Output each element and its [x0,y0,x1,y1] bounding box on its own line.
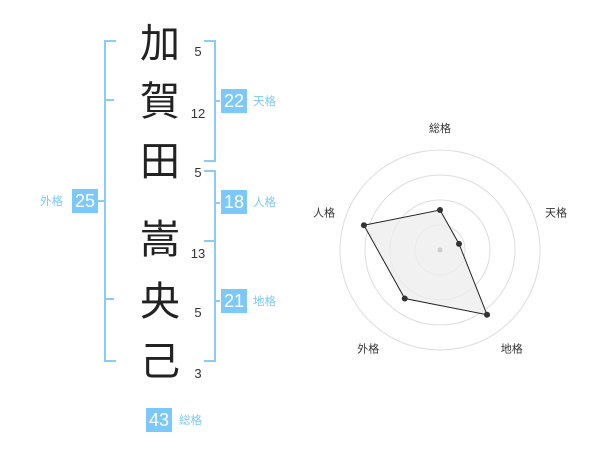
tenkaku-label: 天格 [253,94,276,108]
name-char-6: 己 [140,339,180,385]
gaikaku-bracket-tick [104,99,114,101]
jinkaku-label: 人格 [253,195,276,209]
gaikaku-bracket-tick [98,200,104,202]
stroke-count-1: 5 [194,44,202,59]
chikaku-bracket-tick [214,300,220,302]
radar-polygon [363,209,488,316]
radar-axis-label: 人格 [313,205,335,219]
name-char-2: 賀 [140,79,180,125]
radar-axis-label: 地格 [501,342,523,356]
stroke-count-4: 13 [190,246,206,261]
gaikaku-value: 25 [72,189,98,213]
stroke-count-3: 5 [194,165,202,180]
jinkaku-value: 18 [221,190,247,214]
radar-ring [339,149,541,351]
tenkaku-bracket-tick [214,100,220,102]
chikaku-value: 21 [221,289,247,313]
radar-ring [364,174,516,326]
stroke-count-2: 12 [190,106,206,121]
soukaku-value: 43 [146,408,172,432]
name-char-4: 嵩 [140,217,180,263]
radar-point [437,207,443,213]
radar-center-dot [437,247,443,253]
radar-point [484,311,491,318]
gaikaku-bracket-tick [104,298,114,300]
name-char-1: 加 [140,21,180,67]
radar-axis-label: 外格 [357,342,379,356]
name-char-5: 央 [140,279,180,325]
soukaku-label: 総格 [179,413,202,427]
tenkaku-value: 22 [221,89,247,113]
name-char-3: 田 [140,139,180,185]
gaikaku-label: 外格 [40,194,63,208]
jinkaku-bracket-tick [214,202,220,204]
chikaku-label: 地格 [253,294,276,308]
radar-axis-label: 総格 [429,121,451,135]
radar-point [401,295,408,302]
radar-point [456,240,463,247]
stroke-count-6: 3 [194,366,202,381]
radar-axis-label: 天格 [545,205,567,219]
gaikaku-bracket [104,40,116,362]
stroke-count-5: 5 [194,305,202,320]
radar-point [360,222,367,229]
